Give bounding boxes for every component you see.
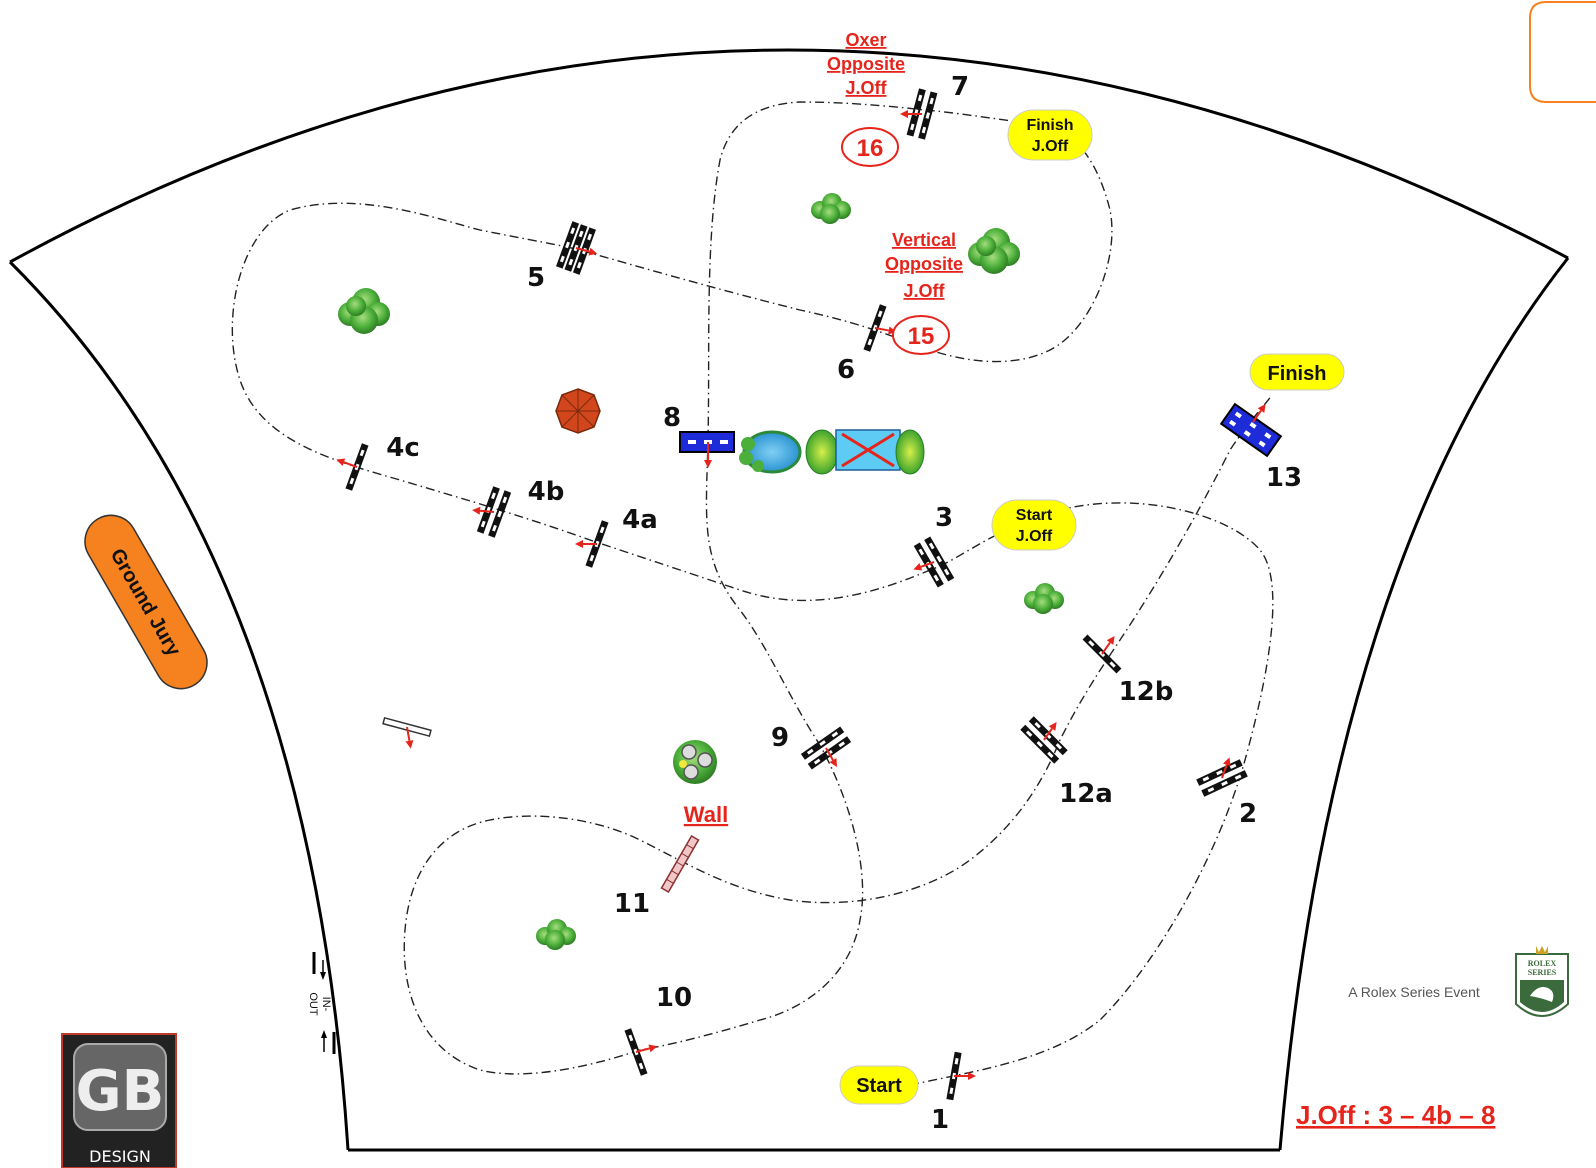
ground-jury-box: Ground Jury: [84, 514, 208, 690]
svg-text:GB: GB: [76, 1059, 165, 1124]
svg-text:Opposite: Opposite: [827, 54, 905, 74]
number-4c: 4c: [386, 433, 420, 463]
in-out-gate: IN- OUT: [307, 952, 336, 1054]
number-11: 11: [614, 889, 650, 919]
course-route: [231, 101, 1274, 1086]
svg-text:Finish: Finish: [1268, 363, 1327, 385]
number-12a: 12a: [1059, 779, 1113, 809]
joff-16-marker: 16: [841, 127, 899, 167]
tree-icon: [811, 193, 851, 224]
svg-text:IN-: IN-: [320, 997, 332, 1012]
svg-text:16: 16: [857, 135, 884, 162]
number-4a: 4a: [622, 505, 658, 535]
umbrella-icon: [555, 388, 601, 434]
svg-text:J.Off: J.Off: [1016, 528, 1053, 545]
svg-text:J.Off: J.Off: [845, 78, 887, 98]
svg-text:SERIES: SERIES: [1528, 968, 1557, 977]
tree-icon: [968, 228, 1020, 274]
svg-text:Vertical: Vertical: [892, 230, 956, 250]
obstacle-13-fence: [1219, 402, 1283, 458]
svg-text:ROLEX: ROLEX: [1528, 959, 1557, 968]
vertical-label: Vertical Opposite J.Off: [885, 230, 963, 301]
tree-icon: [1024, 583, 1064, 614]
obstacle-numbers: 1 2 3 4a 4b 4c 5 6 7 8 9 10 11 12a 12b 1…: [386, 72, 1302, 1135]
flower-pot-icon: [673, 740, 717, 784]
rolex-crown-icon: ROLEX SERIES: [1515, 946, 1569, 1017]
number-2: 2: [1239, 799, 1257, 829]
svg-text:Start: Start: [856, 1075, 902, 1097]
tree-icon: [536, 919, 576, 950]
svg-text:Opposite: Opposite: [885, 254, 963, 274]
number-1: 1: [931, 1105, 949, 1135]
number-9: 9: [771, 723, 789, 753]
logo-icon: GB DESIGN: [61, 1033, 177, 1168]
number-13: 13: [1266, 463, 1302, 493]
tree-icon: [338, 288, 390, 334]
number-7: 7: [951, 72, 969, 102]
finish-joff-marker: Finish J.Off: [1007, 109, 1093, 161]
number-6: 6: [837, 355, 855, 385]
info-card-corner: [1529, 1, 1596, 103]
arena-outline: [8, 48, 1570, 1152]
rolex-series-text: A Rolex Series Event: [1348, 984, 1480, 1000]
oxer-label: Oxer Opposite J.Off: [827, 30, 905, 98]
obstacle-8-fence: [679, 431, 735, 468]
finish-marker: Finish: [1249, 353, 1345, 391]
number-8: 8: [663, 403, 681, 433]
water-jump-icon: [739, 429, 925, 475]
number-10: 10: [656, 983, 692, 1013]
svg-text:DESIGN: DESIGN: [89, 1147, 151, 1166]
number-3: 3: [935, 503, 953, 533]
svg-text:Finish: Finish: [1026, 117, 1073, 134]
start-marker: Start: [839, 1065, 919, 1105]
svg-text:Oxer: Oxer: [845, 30, 886, 50]
svg-text:J.Off: J.Off: [903, 281, 945, 301]
obstacle-11-wall: [660, 834, 700, 894]
svg-text:OUT: OUT: [307, 992, 319, 1016]
number-12b: 12b: [1119, 677, 1174, 707]
svg-text:J.Off: J.Off: [1032, 138, 1069, 155]
start-joff-marker: Start J.Off: [991, 499, 1077, 551]
wall-label: Wall: [684, 802, 728, 827]
number-4b: 4b: [528, 477, 565, 507]
svg-text:Start: Start: [1016, 507, 1053, 524]
svg-text:15: 15: [908, 323, 935, 350]
joff-sequence: J.Off : 3 – 4b – 8: [1296, 1100, 1495, 1130]
number-5: 5: [527, 263, 545, 293]
joff-15-marker: 15: [892, 315, 950, 355]
